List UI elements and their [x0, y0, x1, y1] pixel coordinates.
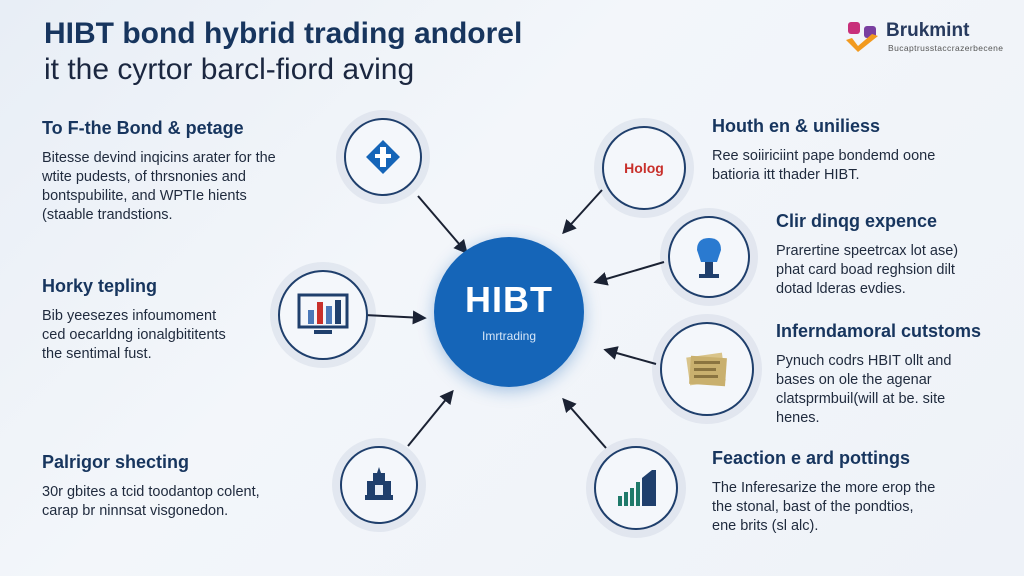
block-title: To F-the Bond & petage: [42, 118, 244, 138]
arrow-right-1: [593, 261, 665, 286]
microphone-icon: [668, 216, 750, 298]
brand-tagline: Bucaptrusstaccrazerbecene: [888, 43, 1004, 53]
brand-logo: Brukmint Bucaptrusstaccrazerbecene: [842, 18, 1012, 58]
brand-logo-icon: [846, 22, 878, 52]
arrow-bottom-left: [407, 389, 454, 447]
block-title: Palrigor shecting: [42, 452, 190, 472]
block-inferndamoral-cutstoms: Inferndamoral cutstoms Pynuch codrs HBIT…: [776, 321, 1016, 428]
title-line-2: it the cyrtor barcl-fiord aving: [44, 53, 415, 86]
arrow-right-2: [603, 346, 657, 365]
block-text: Prarertine speetrcax lot ase) phat card …: [776, 243, 959, 297]
block-text: Ree soiiriciint pape bondemd oone batior…: [712, 148, 936, 183]
block-title: Inferndamoral cutstoms: [776, 321, 982, 341]
block-text: Bitesse devind inqicins arater for the w…: [42, 150, 276, 223]
hibt-hub: HIBT Imrtrading: [434, 237, 584, 387]
block-title: Horky tepling: [42, 276, 158, 296]
hub-subtitle: Imrtrading: [481, 329, 537, 343]
page-title: HIBT bond hybrid trading andorel it the …: [44, 16, 522, 88]
hub-title: HIBT: [465, 279, 553, 320]
block-bond-percentage: To F-the Bond & petage Bitesse devind in…: [42, 118, 322, 225]
block-text: The Inferesarize the more erop the the s…: [712, 480, 936, 534]
block-text: Pynuch codrs HBIT ollt and bases on ole …: [776, 353, 952, 426]
holog-sign-icon: Holog: [602, 126, 686, 210]
brand-name: Brukmint: [886, 20, 970, 41]
block-houth-uniliess: Houth en & uniliess Ree soiiriciint pape…: [712, 116, 1002, 185]
rising-chart-icon: [594, 446, 678, 530]
block-text: 30r gbites a tcid toodantop colent, cara…: [42, 484, 260, 519]
block-horky-tepling: Horky tepling Bib yeesezes infoumoment c…: [42, 276, 282, 364]
arrow-top-left: [417, 195, 468, 255]
block-clir-dinqg-expence: Clir dinqg expence Prarertine speetrcax …: [776, 211, 1016, 299]
arrow-bottom-right: [562, 397, 607, 449]
building-icon: [340, 446, 418, 524]
document-stack-icon: [660, 322, 754, 416]
title-line-1: HIBT bond hybrid trading andorel: [44, 17, 523, 50]
block-title: Houth en & uniliess: [712, 116, 881, 136]
gavel-badge-icon: [344, 118, 422, 196]
block-palrigor-shecting: Palrigor shecting 30r gbites a tcid tood…: [42, 452, 322, 521]
bar-chart-monitor-icon: [278, 270, 368, 360]
block-title: Feaction e ard pottings: [712, 448, 911, 468]
block-feaction-pottings: Feaction e ard pottings The Inferesarize…: [712, 448, 1012, 536]
block-title: Clir dinqg expence: [776, 211, 938, 231]
block-text: Bib yeesezes infoumoment ced oecarldng i…: [42, 308, 226, 362]
svg-text:Holog: Holog: [624, 160, 664, 176]
arrow-top-right: [562, 189, 603, 235]
